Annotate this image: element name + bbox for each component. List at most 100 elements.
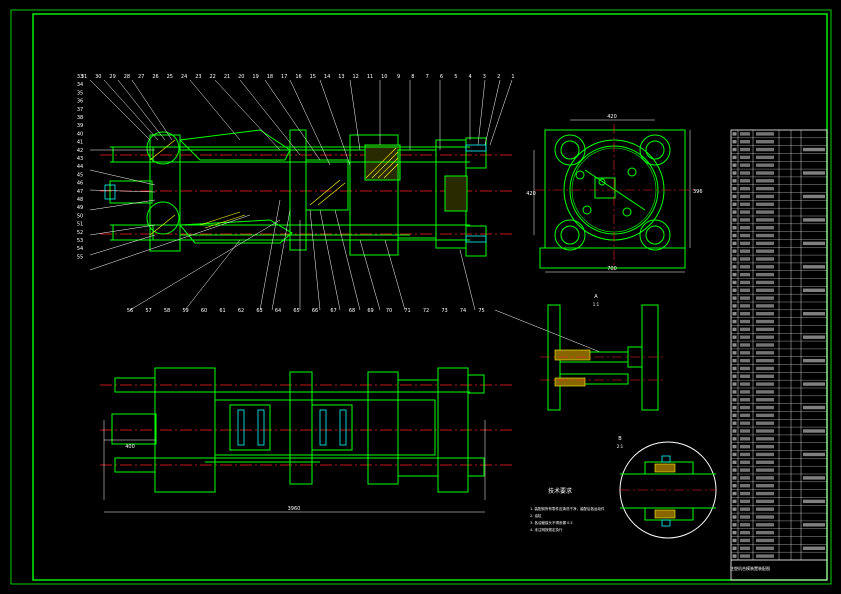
bom-cell-mark	[732, 460, 737, 464]
bom-cell-mark	[740, 382, 750, 386]
balloon-label: 11	[367, 74, 373, 80]
bom-cell-mark	[740, 171, 750, 175]
bom-cell-mark	[740, 179, 750, 183]
bom-cell-mark	[756, 523, 774, 527]
note-line: 2. 油缸	[530, 513, 542, 518]
bom-cell-mark	[732, 218, 737, 222]
balloon-label: 26	[152, 74, 158, 80]
bom-cell-mark	[732, 491, 737, 496]
bom-cell-mark	[732, 343, 737, 347]
balloon-label: 52	[77, 230, 83, 236]
bom-cell-mark	[803, 241, 825, 246]
bom-cell-mark	[740, 288, 750, 292]
balloon-label: 27	[138, 74, 144, 80]
bom-cell-mark	[740, 523, 750, 527]
bill-of-materials	[730, 129, 828, 581]
balloon-label: 46	[77, 181, 83, 187]
bom-cell-mark	[732, 499, 737, 504]
detail-b-scale: 2:1	[617, 444, 624, 449]
balloon-label: 57	[145, 308, 151, 314]
balloon-label: 56	[127, 308, 133, 314]
bom-cell-mark	[756, 429, 774, 433]
bom-cell-mark	[756, 335, 774, 339]
bom-cell-mark	[756, 186, 774, 191]
bom-cell-mark	[756, 374, 774, 378]
bom-cell-mark	[803, 194, 825, 199]
plan-view-dimensions	[103, 420, 486, 513]
bom-cell-mark	[732, 155, 737, 160]
bom-cell-mark	[756, 319, 774, 324]
end-view-dimensions	[533, 119, 691, 273]
bom-title: 注塑机合模装置装配图	[730, 565, 770, 571]
bom-cell-mark	[756, 147, 774, 152]
bom-cell-mark	[740, 257, 750, 261]
bom-cell-mark	[732, 546, 737, 550]
bom-cell-mark	[803, 405, 825, 410]
balloon-label: 62	[238, 308, 244, 314]
bom-cell-mark	[756, 249, 774, 253]
balloon-label: 33	[77, 74, 83, 80]
balloon-label: 73	[441, 308, 447, 314]
balloon-label: 53	[77, 238, 83, 244]
bom-cell-mark	[740, 304, 750, 308]
plan-view-bolts	[237, 409, 347, 446]
bom-cell-mark	[740, 413, 750, 418]
bom-cell-mark	[740, 147, 750, 152]
bom-cell-mark	[803, 147, 825, 152]
bom-cell-mark	[756, 218, 774, 222]
bom-cell-mark	[740, 265, 750, 269]
dim-side: 396	[693, 189, 703, 195]
bom-cell-mark	[740, 241, 750, 246]
balloon-label: 63	[256, 308, 262, 314]
balloon-label: 41	[77, 140, 83, 146]
bom-cell-mark	[740, 194, 750, 199]
bom-cell-mark	[756, 280, 774, 285]
bom-cell-mark	[756, 405, 774, 410]
bom-cell-mark	[740, 507, 750, 511]
bom-cell-mark	[756, 421, 774, 425]
bom-cell-mark	[740, 351, 750, 355]
balloon-label: 28	[124, 74, 130, 80]
bom-cell-mark	[756, 390, 774, 394]
bom-cell-mark	[740, 132, 750, 136]
bom-cell-mark	[756, 233, 774, 238]
balloon-label: 19	[252, 74, 258, 80]
detail-view-b-hatch	[654, 463, 676, 519]
bom-cell-mark	[732, 554, 737, 558]
bom-cell-mark	[756, 304, 774, 308]
bom-cell-mark	[732, 390, 737, 394]
bom-cell-mark	[756, 343, 774, 347]
balloon-label: 38	[77, 115, 83, 121]
balloon-label: 67	[330, 308, 336, 314]
bom-cell-mark	[732, 257, 737, 261]
bom-cell-mark	[732, 233, 737, 238]
balloon-label: 17	[281, 74, 287, 80]
bom-cell-mark	[756, 163, 774, 167]
bom-cell-mark	[732, 335, 737, 339]
bom-cell-mark	[740, 491, 750, 496]
detail-b-label: B	[618, 436, 622, 442]
bom-cell-mark	[732, 280, 737, 285]
bom-cell-mark	[740, 296, 750, 300]
bom-cell-mark	[740, 437, 750, 441]
balloon-label: 43	[77, 156, 83, 162]
bom-cell-mark	[756, 202, 774, 206]
bom-cell-mark	[740, 554, 750, 558]
bom-cell-mark	[732, 507, 737, 511]
bom-cell-mark	[740, 343, 750, 347]
balloon-label: 9	[397, 74, 400, 80]
bom-cell-mark	[756, 351, 774, 355]
bom-cell-mark	[740, 515, 750, 519]
bom-cell-mark	[803, 335, 825, 339]
bolts	[104, 144, 487, 243]
note-line: 3. 各油管接头不得渗漏 0.5	[530, 520, 573, 525]
balloon-label: 45	[77, 172, 83, 178]
section-hatching	[149, 139, 399, 236]
bom-cell-mark	[740, 327, 750, 332]
balloon-label: 31	[81, 74, 87, 80]
bom-cell-mark	[740, 272, 750, 277]
bom-cell-mark	[740, 233, 750, 238]
bom-cell-mark	[803, 429, 825, 433]
bom-cell-mark	[732, 429, 737, 433]
